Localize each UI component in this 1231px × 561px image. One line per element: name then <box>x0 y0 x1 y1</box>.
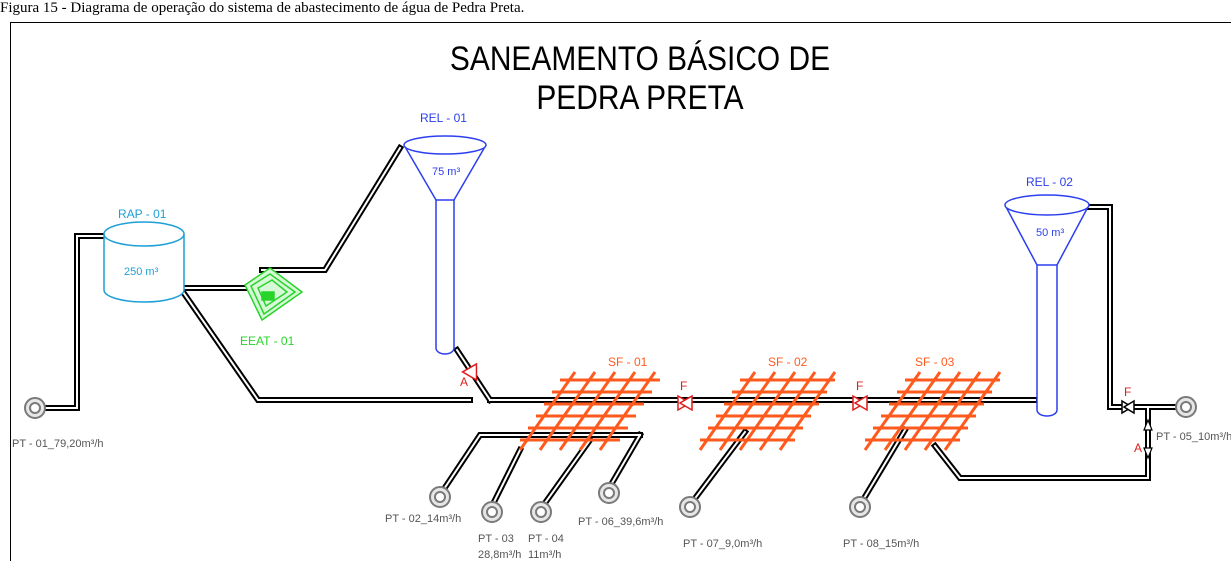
pt-08-label: PT - 08_15m³/h <box>843 538 919 550</box>
sf-03-label: SF - 03 <box>915 355 955 369</box>
valve-f-1: F <box>677 379 693 412</box>
rel-02-volume: 50 m³ <box>1036 227 1064 239</box>
rel-01-volume: 75 m³ <box>432 166 460 178</box>
valve-a-2: A <box>1134 418 1153 460</box>
well-pt-02: PT - 02_14m³/h <box>385 486 461 525</box>
well-pt-03: PT - 03 28,8m³/h <box>478 501 521 561</box>
well-pt-07: PT - 07_9,0m³/h <box>679 496 762 550</box>
reservoir-rap-01: RAP - 01 250 m³ <box>103 207 185 303</box>
pipe-network <box>42 143 1183 515</box>
filter-sf-03: SF - 03 <box>863 355 1002 451</box>
valve-f-2-label: F <box>856 379 863 393</box>
valve-a-1-label: A <box>460 375 468 389</box>
rap-01-label: RAP - 01 <box>118 207 167 221</box>
well-pt-01: PT - 01_79,20m³/h <box>12 397 104 450</box>
sf-02-label: SF - 02 <box>768 355 808 369</box>
pt-03-flow: 28,8m³/h <box>478 549 521 561</box>
eeat-01-label: EEAT - 01 <box>240 334 295 348</box>
diagram-frame <box>10 22 1231 561</box>
pt-03-label: PT - 03 <box>478 533 514 545</box>
pt-04-label: PT - 04 <box>528 533 564 545</box>
pump-station-eeat-01: EEAT - 01 <box>240 267 304 348</box>
rel-01-label: REL - 01 <box>420 111 467 125</box>
rap-01-volume: 250 m³ <box>124 266 159 278</box>
pt-07-label: PT - 07_9,0m³/h <box>683 538 762 550</box>
rel-02-label: REL - 02 <box>1026 175 1073 189</box>
diagram-title: SANEAMENTO BÁSICO DE PEDRA PRETA <box>449 40 831 117</box>
valve-f-3: F <box>1121 385 1135 415</box>
pt-05-label: PT - 05_10m³/h <box>1156 431 1231 443</box>
well-pt-04: PT - 04 11m³/h <box>528 501 564 561</box>
reservoir-rel-02: REL - 02 50 m³ <box>1004 175 1090 417</box>
valve-a-2-label: A <box>1134 441 1142 455</box>
figure-caption: Figura 15 - Diagrama de operação do sist… <box>0 0 525 16</box>
valve-a-1: A <box>460 362 478 389</box>
well-pt-08: PT - 08_15m³/h <box>843 496 919 550</box>
pt-04-flow: 11m³/h <box>528 549 561 561</box>
filter-sf-02: SF - 02 <box>698 355 837 451</box>
valve-f-3-label: F <box>1124 385 1131 399</box>
valve-f-2: F <box>852 379 868 412</box>
pt-06-label: PT - 06_39,6m³/h <box>578 516 663 528</box>
filter-sf-01: SF - 01 <box>518 355 660 451</box>
pt-01-label: PT - 01_79,20m³/h <box>12 438 104 450</box>
reservoir-rel-01: REL - 01 75 m³ <box>403 111 487 355</box>
valve-f-1-label: F <box>680 379 687 393</box>
pt-02-label: PT - 02_14m³/h <box>385 513 461 525</box>
sf-01-label: SF - 01 <box>608 355 648 369</box>
well-pt-05: PT - 05_10m³/h <box>1156 396 1231 443</box>
well-pt-06: PT - 06_39,6m³/h <box>578 482 663 528</box>
